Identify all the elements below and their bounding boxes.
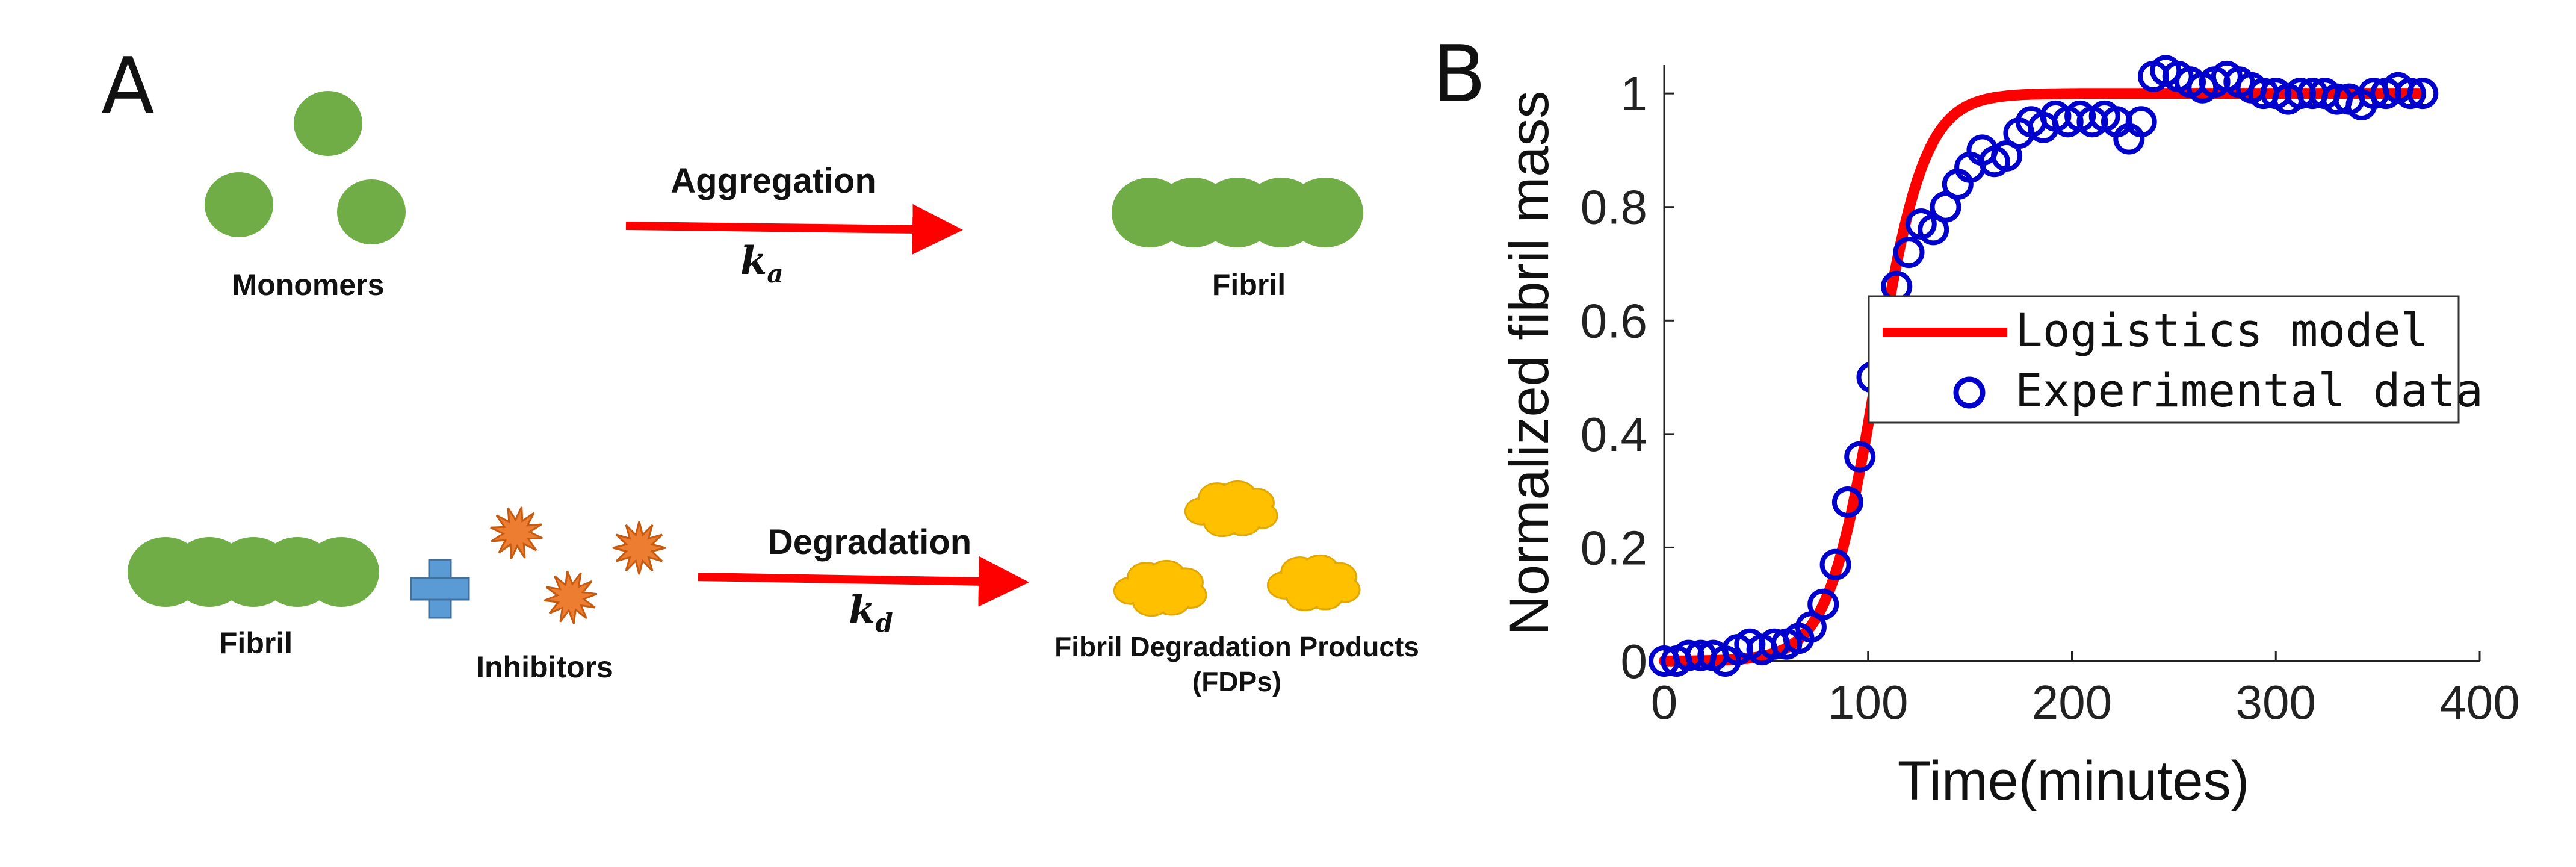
chart-legend: Logistics model Experimental data [1868, 295, 2483, 424]
plus-icon [410, 559, 470, 619]
panel-b-chart: B Normalized fibril mass Time(minutes) 0… [1432, 28, 2520, 812]
experimental-data-point [1807, 588, 1839, 620]
inhibitor-starburst-icon [543, 570, 598, 624]
experimental-data-point [2407, 78, 2439, 110]
x-tick-label: 400 [2439, 676, 2519, 729]
panel-a-diagram: A Monomers Aggregation ka Fibril [101, 40, 1419, 697]
monomer-circle [337, 179, 406, 244]
fdp-label-line1: Fibril Degradation Products [1054, 631, 1419, 662]
aggregation-label: Aggregation [670, 161, 876, 200]
experimental-data-point [1819, 548, 1851, 580]
fdp-cloud-icon [1266, 554, 1361, 612]
experimental-data-point [1844, 441, 1876, 473]
aggregation-arrow [625, 204, 963, 255]
x-tick-label: 300 [2236, 676, 2316, 729]
monomers-label: Monomers [232, 268, 385, 302]
x-tick-label: 200 [2032, 676, 2112, 729]
x-axis-title: Time(minutes) [1898, 750, 2249, 812]
y-tick-label: 1 [1621, 67, 1648, 120]
legend-label-model: Logistics model [2015, 303, 2428, 357]
fibril-unit [303, 537, 379, 607]
experimental-data-point [1831, 486, 1863, 518]
y-tick-label: 0.2 [1581, 521, 1647, 574]
experimental-series [1649, 55, 2439, 677]
x-tick-label: 100 [1828, 676, 1908, 729]
monomer-circle [294, 91, 362, 156]
y-axis-title: Normalized fibril mass [1499, 91, 1560, 636]
y-tick-label: 0.6 [1581, 294, 1647, 347]
fibril-label-bottom: Fibril [219, 626, 293, 660]
legend-label-experimental: Experimental data [2015, 364, 2483, 417]
degradation-arrow [698, 556, 1029, 607]
fdp-cloud-icon [1113, 480, 1361, 617]
fdp-cloud-icon [1113, 559, 1207, 617]
chart-axes: 0 100 200 300 400 0 0.2 0.4 0.6 0.8 1 [1581, 65, 2520, 729]
fdp-cloud-icon [1184, 480, 1278, 538]
panel-a-letter: A [101, 40, 155, 132]
y-tick-label: 0 [1621, 635, 1648, 688]
experimental-data-point [1893, 237, 1925, 269]
legend-box [1868, 295, 2460, 424]
y-tick-label: 0.4 [1581, 408, 1647, 461]
fibril-label-top: Fibril [1212, 268, 1286, 302]
ka-rate-symbol: ka [740, 238, 784, 288]
fibril-chain-bottom [128, 537, 379, 607]
monomer-circle [205, 172, 273, 237]
x-tick-label: 0 [1651, 676, 1678, 729]
kd-rate-symbol: kd [849, 588, 893, 638]
panel-b-letter: B [1432, 28, 1486, 120]
experimental-data-point [2125, 106, 2157, 138]
degradation-label: Degradation [768, 523, 971, 562]
fdp-label-line2: (FDPs) [1192, 666, 1281, 697]
inhibitors-label: Inhibitors [476, 650, 613, 684]
inhibitor-starburst-icon [490, 506, 666, 624]
legend-marker-swatch [1953, 376, 1986, 409]
experimental-data-point [2394, 78, 2426, 110]
inhibitor-starburst-icon [490, 506, 543, 559]
monomer-group [205, 91, 406, 244]
inhibitor-starburst-icon [612, 521, 666, 575]
fibril-unit [1287, 178, 1363, 247]
y-tick-label: 0.8 [1581, 181, 1647, 234]
fibril-chain-top [1112, 178, 1363, 247]
